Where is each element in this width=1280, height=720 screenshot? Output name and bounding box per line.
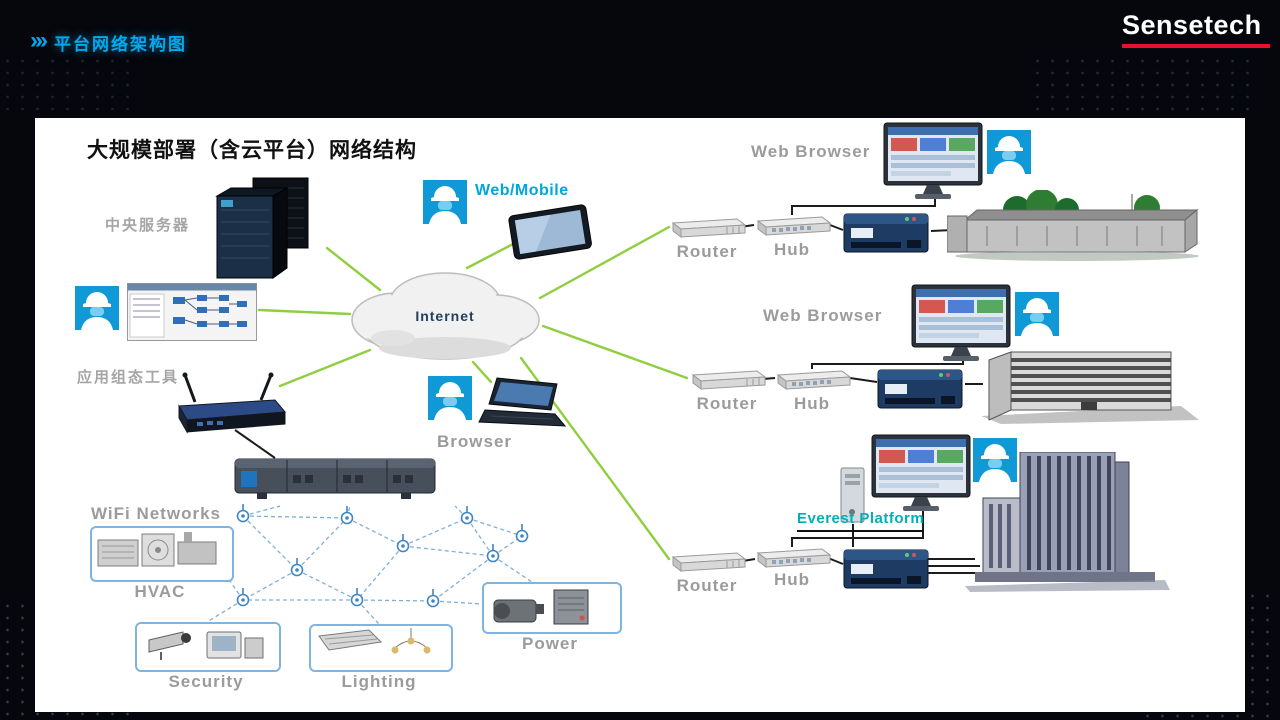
hvac-box — [90, 526, 234, 582]
diagram-canvas: 大规模部署（含云平台）网络结构 中央服务器 — [35, 118, 1245, 712]
sparkle-dots — [1030, 55, 1260, 113]
sparkle-dots — [0, 55, 130, 110]
worker-icon — [973, 438, 1017, 482]
router-label-mid: Router — [696, 394, 758, 413]
power-equipment-icon — [493, 589, 589, 625]
monitor-icon — [883, 122, 983, 199]
web-browser-label-mid: Web Browser — [763, 306, 883, 325]
router-label-top: Router — [676, 242, 738, 261]
hvac-label: HVAC — [134, 582, 186, 601]
worker-icon — [428, 376, 472, 420]
cloud-icon — [351, 272, 540, 360]
wifi-networks-label: WiFi Networks — [91, 504, 221, 523]
logo-underline — [1122, 44, 1270, 48]
worker-icon — [75, 286, 119, 330]
web-browser-label-top: Web Browser — [751, 142, 871, 161]
gateway-module-icon — [843, 213, 929, 253]
plc-rack-icon — [234, 458, 436, 499]
tablet-icon — [508, 204, 592, 260]
diagram-title: 大规模部署（含云平台）网络结构 — [87, 139, 417, 162]
config-tool-label: 应用组态工具 — [77, 369, 180, 386]
router-label-bottom: Router — [676, 576, 738, 595]
hvac-equipment-icon — [97, 532, 217, 567]
worker-icon — [1015, 292, 1059, 336]
everest-platform-label: Everest Platform — [797, 510, 925, 532]
worker-icon — [987, 130, 1031, 174]
monitor-icon — [871, 434, 971, 511]
worker-icon — [423, 180, 467, 224]
router-device-icon — [671, 218, 747, 238]
server-tower-icon — [840, 467, 865, 523]
chevrons-icon: ››› — [30, 26, 48, 54]
slide-header: ››› 平台网络架构图 — [30, 26, 187, 55]
power-label: Power — [521, 634, 579, 653]
gateway-module-icon — [843, 549, 929, 589]
router-device-icon — [691, 370, 767, 390]
logo-text: Sensetech — [1122, 10, 1262, 40]
hub-device-icon — [776, 370, 852, 390]
wifi-node-icons — [236, 504, 529, 608]
central-server-label: 中央服务器 — [105, 217, 191, 234]
central-server-icon — [215, 177, 309, 279]
page-title: 平台网络架构图 — [53, 35, 187, 54]
security-box — [135, 622, 281, 672]
security-camera-icon — [148, 631, 264, 660]
wireless-router-icon — [178, 372, 287, 434]
lighting-label: Lighting — [341, 672, 417, 691]
connection-lines — [206, 196, 985, 625]
web-mobile-label: Web/Mobile — [475, 182, 569, 199]
internet-label: Internet — [415, 308, 475, 324]
lighting-box — [309, 624, 453, 672]
hub-label-top: Hub — [773, 240, 811, 259]
config-tool-window-icon — [127, 283, 257, 341]
internet-cloud: Internet — [335, 258, 555, 370]
hub-label-mid: Hub — [793, 394, 831, 413]
laptop-icon — [478, 377, 567, 427]
sensetech-logo: Sensetech — [1122, 10, 1270, 48]
hub-device-icon — [756, 548, 832, 568]
browser-label: Browser — [437, 432, 513, 451]
hub-label-bottom: Hub — [773, 570, 811, 589]
highrise-building-icon — [965, 452, 1170, 592]
router-device-icon — [671, 552, 747, 572]
gateway-module-icon — [877, 369, 963, 409]
monitor-icon — [911, 284, 1011, 361]
power-box — [482, 582, 622, 634]
office-building-icon — [981, 351, 1199, 424]
hub-device-icon — [756, 216, 832, 236]
lighting-fixture-icon — [318, 628, 431, 654]
factory-building-icon — [947, 190, 1199, 261]
security-label: Security — [168, 672, 244, 691]
